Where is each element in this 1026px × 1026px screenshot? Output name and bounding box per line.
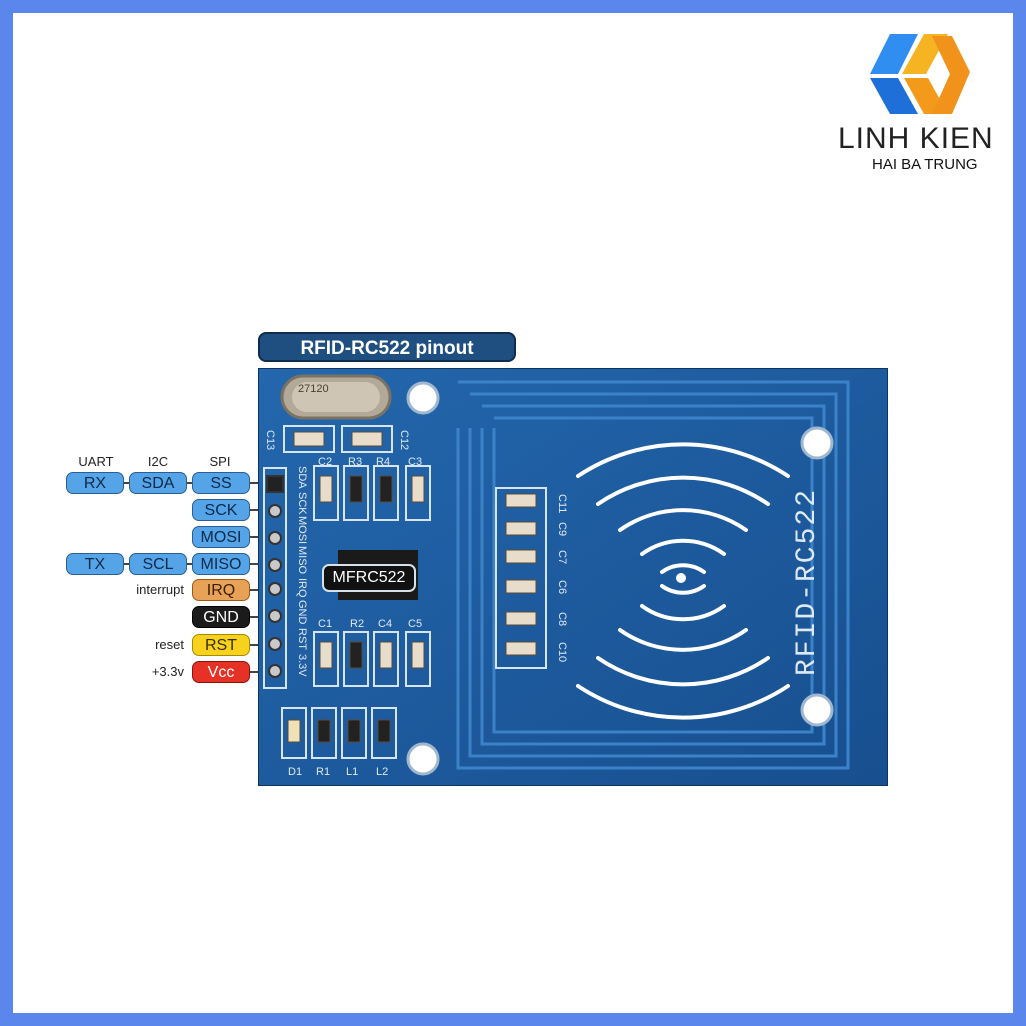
logo-name: LINH KIEN	[838, 122, 994, 155]
pin-irq: IRQ	[192, 579, 250, 601]
comp-c3: C3	[408, 456, 423, 468]
cap-c7: C7	[556, 550, 568, 565]
comp-d1: D1	[288, 766, 303, 778]
comp-r3: R3	[348, 456, 363, 468]
pin-rst: RST	[192, 634, 250, 656]
cap-c11: C11	[556, 494, 568, 514]
pin-i2c-sda: SDA	[129, 472, 187, 494]
board-pin-gnd: GND	[296, 600, 308, 625]
comp-r1: R1	[316, 766, 331, 778]
chip-label: MFRC522	[322, 564, 416, 592]
connector	[187, 482, 192, 484]
comp-c1: C1	[318, 618, 333, 630]
cap-c8: C8	[556, 612, 568, 627]
header-uart: UART	[78, 454, 114, 469]
pin-uart-rx: RX	[66, 472, 124, 494]
pin-note-interrupt: interrupt	[136, 582, 184, 597]
pin-spi-miso: MISO	[192, 553, 250, 575]
cap-c9: C9	[556, 522, 568, 537]
pin-spi-mosi: MOSI	[192, 526, 250, 548]
board-pin-sda: SDA	[296, 466, 308, 489]
diagram-title: RFID-RC522 pinout	[258, 332, 516, 362]
crystal-label: 27120	[298, 383, 329, 395]
pin-i2c-scl: SCL	[129, 553, 187, 575]
connector	[124, 482, 129, 484]
comp-c2: C2	[318, 456, 333, 468]
pin-spi-sck: SCK	[192, 499, 250, 521]
board-pin-mosi: MOSI	[296, 516, 308, 545]
connector	[187, 563, 192, 565]
comp-c5: C5	[408, 618, 423, 630]
logo-tagline: HAI BA TRUNG	[872, 156, 978, 173]
comp-c13: C13	[264, 430, 276, 451]
comp-r2: R2	[350, 618, 365, 630]
comp-r4: R4	[376, 456, 391, 468]
comp-l2: L2	[376, 766, 389, 778]
board-pin-miso: MISO	[296, 546, 308, 575]
pin-vcc: Vcc	[192, 661, 250, 683]
cap-c6: C6	[556, 580, 568, 595]
pin-note-reset: reset	[155, 637, 184, 652]
pin-uart-tx: TX	[66, 553, 124, 575]
header-spi: SPI	[209, 454, 231, 469]
header-i2c: I2C	[147, 454, 169, 469]
connector	[124, 563, 129, 565]
board-pin-vcc: 3.3V	[296, 654, 308, 677]
pin-spi-ss: SS	[192, 472, 250, 494]
cap-c10: C10	[556, 642, 568, 663]
comp-l1: L1	[346, 766, 359, 778]
pin-gnd: GND	[192, 606, 250, 628]
board-pin-rst: RST	[296, 628, 308, 650]
board-brand: RFID-RC522	[792, 488, 823, 677]
comp-c4: C4	[378, 618, 393, 630]
comp-c12: C12	[398, 430, 410, 451]
logo-icon	[870, 34, 970, 114]
board-pin-sck: SCK	[296, 492, 308, 515]
board-pin-irq: IRQ	[296, 578, 308, 598]
pin-note-voltage: +3.3v	[151, 664, 184, 679]
